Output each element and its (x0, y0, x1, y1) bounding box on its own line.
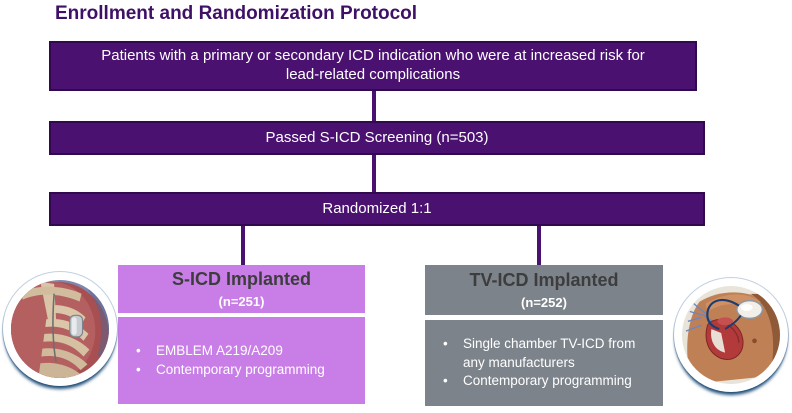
connector-line-left-branch (241, 226, 245, 266)
bullet-icon: • (443, 373, 448, 389)
flow-box-randomized: Randomized 1:1 (49, 192, 705, 226)
tvicd-branch-header: TV-ICD Implanted (n=252) (425, 265, 663, 315)
tvicd-bullet-list: • Single chamber TV-ICD from any manufac… (425, 335, 663, 391)
sicd-chest-image (11, 280, 109, 378)
tvicd-branch-details: • Single chamber TV-ICD from any manufac… (425, 320, 663, 406)
list-item: • Single chamber TV-ICD from any manufac… (443, 335, 657, 372)
sicd-branch-details: • EMBLEM A219/A209 • Contemporary progra… (118, 317, 365, 404)
sicd-bullet-text: Contemporary programming (156, 361, 325, 377)
tvicd-branch-title: TV-ICD Implanted (469, 270, 619, 290)
flow-box-patients: Patients with a primary or secondary ICD… (49, 41, 697, 91)
bullet-icon: • (443, 336, 448, 352)
tvicd-bullet-text: Single chamber TV-ICD from any manufactu… (463, 336, 636, 370)
list-item: • EMBLEM A219/A209 (136, 342, 359, 361)
connector-line-right-branch (537, 226, 541, 266)
list-item: • Contemporary programming (443, 372, 657, 391)
sicd-chest-illustration (3, 272, 117, 386)
tvicd-chest-illustration (674, 278, 788, 392)
list-item: • Contemporary programming (136, 361, 359, 380)
connector-line (372, 155, 376, 192)
sicd-bullet-text: EMBLEM A219/A209 (156, 342, 283, 358)
tvicd-chest-image (682, 286, 780, 384)
tvicd-bullet-text: Contemporary programming (463, 373, 632, 389)
page-title: Enrollment and Randomization Protocol (55, 3, 418, 24)
sicd-branch-title: S-ICD Implanted (171, 269, 311, 289)
bullet-icon: • (136, 361, 141, 377)
tvicd-branch-count: (n=252) (521, 295, 567, 310)
flow-box-screening: Passed S-ICD Screening (n=503) (49, 121, 705, 155)
sicd-bullet-list: • EMBLEM A219/A209 • Contemporary progra… (118, 342, 365, 379)
sicd-branch-header: S-ICD Implanted (n=251) (118, 265, 365, 313)
sicd-branch-count: (n=251) (218, 294, 265, 309)
connector-line (372, 91, 376, 121)
bullet-icon: • (136, 342, 141, 358)
